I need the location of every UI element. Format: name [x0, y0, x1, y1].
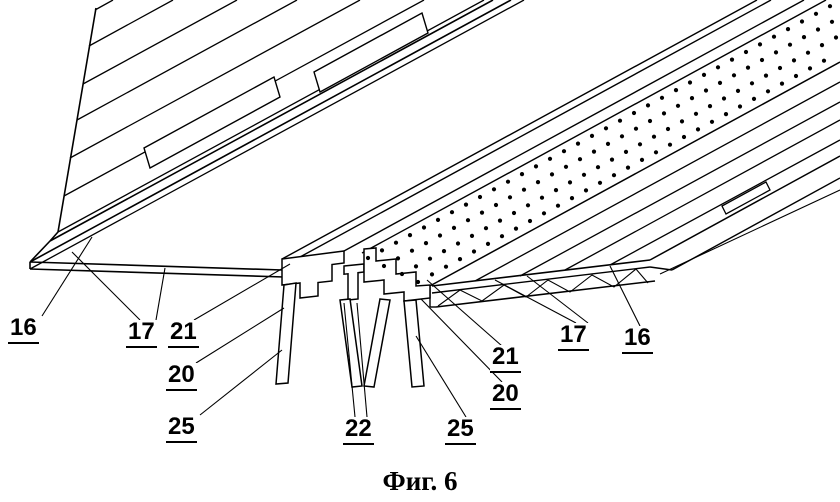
center-lock-element — [343, 263, 365, 301]
leader-17-left-a — [71, 251, 141, 321]
mounting-tab-near — [143, 75, 281, 170]
part-label-25-right: 25 — [445, 417, 476, 445]
leader-16-right — [609, 265, 641, 327]
leader-17-right-a — [494, 279, 577, 324]
leader-25-left — [199, 349, 283, 416]
leader-22-a — [343, 302, 356, 418]
mounting-tab-far — [313, 11, 429, 94]
lock-joint-profile — [281, 247, 431, 302]
right-hook-profile — [363, 247, 431, 302]
part-label-21-right: 21 — [490, 345, 521, 373]
rib-left — [275, 282, 297, 385]
part-label-25-left: 25 — [166, 415, 197, 443]
leader-21-left — [193, 263, 291, 321]
leader-21-right — [426, 279, 503, 347]
part-label-21-left: 21 — [168, 320, 199, 348]
rib-center-b — [363, 298, 391, 388]
left-panel — [29, 0, 525, 278]
joint-seam-lines — [281, 0, 827, 260]
right-panel — [427, 61, 840, 308]
part-label-16-right: 16 — [622, 326, 653, 354]
leader-lines — [41, 236, 641, 418]
leader-22-b — [356, 302, 368, 418]
perforation-holes — [365, 4, 839, 285]
support-ribs — [275, 282, 425, 388]
rib-right — [403, 299, 425, 388]
leader-17-left-b — [155, 267, 166, 321]
figure-caption: Фиг. 6 — [382, 466, 458, 496]
leader-25-right — [415, 335, 467, 418]
leader-20-left — [195, 307, 285, 364]
leader-17-right-b — [526, 275, 589, 324]
part-label-17-left: 17 — [126, 320, 157, 348]
right-mounting-tab — [721, 181, 771, 215]
part-label-16-left: 16 — [8, 316, 39, 344]
part-label-20-right: 20 — [490, 382, 521, 410]
part-label-17-right: 17 — [558, 323, 589, 351]
leader-16-left — [41, 236, 93, 317]
part-label-22: 22 — [343, 417, 374, 445]
part-label-20-left: 20 — [166, 363, 197, 391]
leader-20-right — [420, 298, 503, 383]
left-panel-mounting-tabs — [143, 11, 429, 170]
